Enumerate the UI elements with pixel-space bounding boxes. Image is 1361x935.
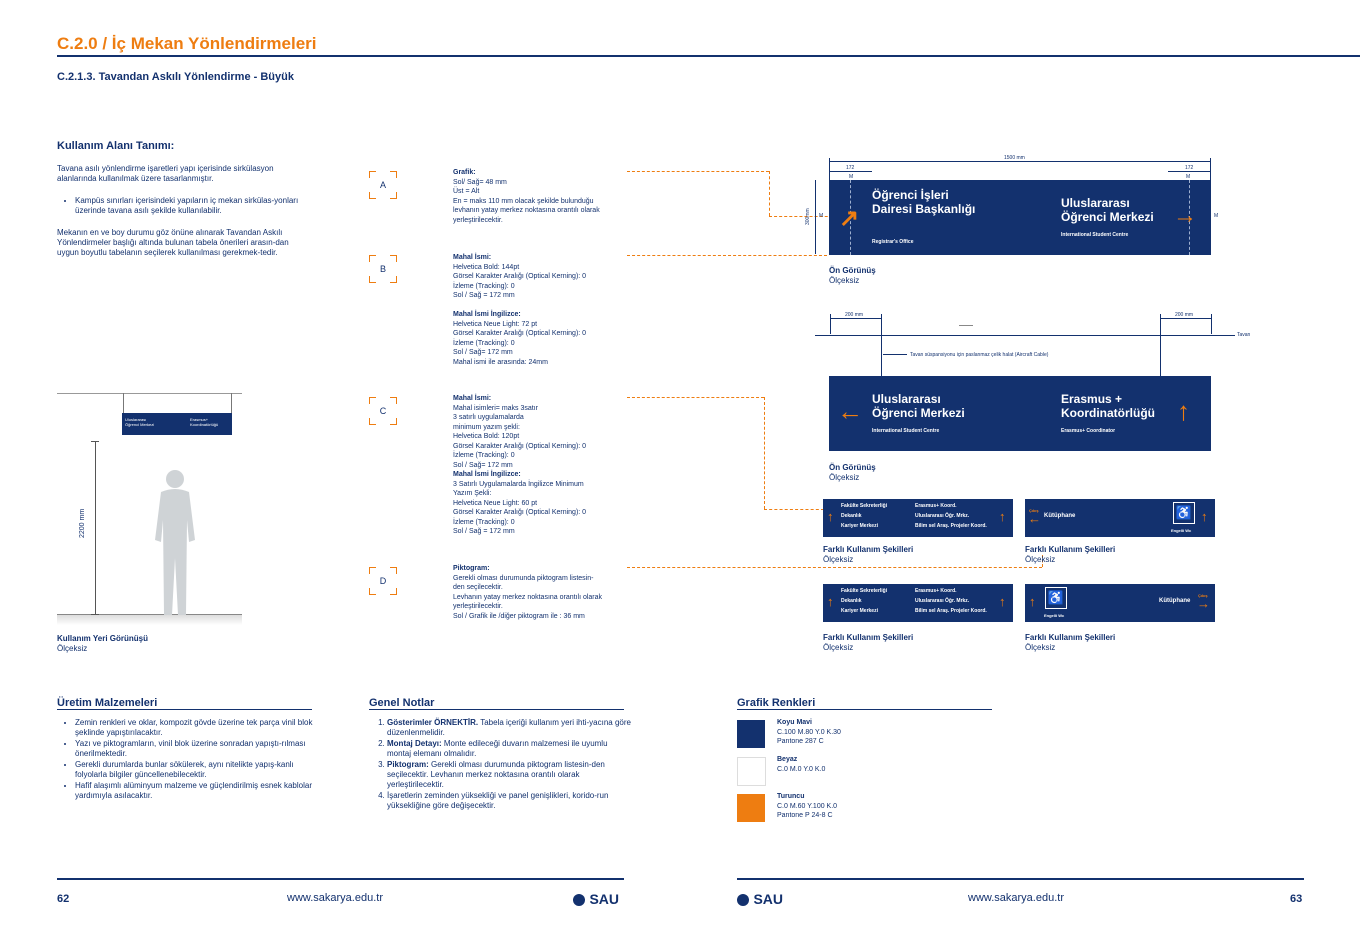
leader-a [627, 171, 769, 172]
variant-caption-2: Farklı Kullanım Şekilleri [1025, 545, 1116, 554]
spec-bracket-d: D [369, 567, 397, 595]
spec-bracket-a: A [369, 171, 397, 199]
variant-scale-1: Ölçeksiz [823, 555, 854, 564]
variant-scale-3: Ölçeksiz [823, 643, 854, 652]
front-caption: Ön Görünüş [829, 266, 876, 275]
variant-caption-1: Farklı Kullanım Şekilleri [823, 545, 914, 554]
color-orange-info: Turuncu C.0 M.60 Y.100 K.0 Pantone P 24-… [777, 793, 838, 819]
person-silhouette-icon [155, 470, 195, 615]
sign-ceiling-drawing: 200 mm 200 mm Tavan Tavan süspansiyonu i… [815, 310, 1250, 380]
leader-d [627, 567, 1042, 568]
variant-sign-2: ← Çıkış Kütüphane ♿ Engelli Wc ↑ [1025, 499, 1215, 537]
swatch-white [737, 757, 766, 786]
arrow-left-icon: ← [837, 396, 863, 426]
arrow-up-icon: ↑ [827, 509, 834, 524]
sau-logo-left: SAU [573, 891, 619, 909]
spec-text-d: Piktogram: Gerekli olması durumunda pikt… [453, 565, 603, 620]
footer-url-right: www.sakarya.edu.tr [968, 892, 1064, 904]
variant-caption-3: Farklı Kullanım Şekilleri [823, 633, 914, 642]
sign-front: ↗ Öğrenci İşleri Dairesi Başkanlığı Regi… [829, 180, 1211, 255]
swatch-orange [737, 794, 765, 822]
spec-bracket-c: C [369, 397, 397, 425]
arrow-up-icon: ↑ [1029, 594, 1036, 609]
materials-list: Zemin renkleri ve oklar, kompozit gövde … [57, 718, 317, 802]
arrow-up-icon: ↑ [1177, 396, 1190, 426]
arrow-left-icon: ← [1028, 511, 1041, 526]
front-scale: Ölçeksiz [829, 276, 860, 285]
usage-bullet: Kampüs sınırları içerisindeki yapıların … [75, 196, 315, 216]
materials-item: Gerekli durumlarda bunlar sökülerek, ayn… [75, 760, 317, 780]
sau-emblem-icon [737, 893, 749, 906]
leader-c [627, 397, 764, 398]
ceiling-caption: Ön Görünüş [829, 463, 876, 472]
variant-sign-4: ↑ ♿ Engelli Wc Kütüphane Çıkış → [1025, 584, 1215, 622]
note-item: Gösterimler ÖRNEKTİR. Tabela içeriği kul… [387, 718, 631, 738]
variant-caption-4: Farklı Kullanım Şekilleri [1025, 633, 1116, 642]
materials-heading: Üretim Malzemeleri [57, 697, 158, 709]
usage-heading: Kullanım Alanı Tanımı: [57, 140, 175, 152]
usage-intro: Tavana asılı yönlendirme işaretleri yapı… [57, 164, 274, 183]
materials-item: Zemin renkleri ve oklar, kompozit gövde … [75, 718, 317, 738]
leader-b [627, 255, 827, 256]
note-item: Montaj Detayı: Monte edileceği duvarın m… [387, 739, 631, 759]
sau-logo-right: SAU [737, 891, 783, 909]
arrow-right-icon: → [1173, 202, 1197, 229]
page-title: C.2.0 / İç Mekan Yönlendirmeleri [57, 34, 317, 53]
page-number-right: 63 [1290, 893, 1303, 905]
variant-scale-4: Ölçeksiz [1025, 643, 1056, 652]
materials-item: Yazı ve piktogramların, vinil blok üzeri… [75, 739, 317, 759]
arrow-up-right-icon: ↗ [839, 205, 860, 232]
color-white-info: Beyaz C.0 M.0 Y.0 K.0 [777, 756, 826, 773]
wheelchair-icon: ♿ [1173, 502, 1195, 524]
variant-scale-2: Ölçeksiz [1025, 555, 1056, 564]
notes-heading: Genel Notlar [369, 697, 435, 709]
usage-bullets: Kampüs sınırları içerisindeki yapıların … [57, 196, 315, 217]
note-item: İşaretlerin zeminden yüksekliği ve panel… [387, 791, 631, 811]
sign-front-drawing: 1500 mm 172 M 172 M 300mm M M [805, 155, 1218, 255]
footer-rule-right [737, 878, 1304, 880]
arrow-up-icon: ↑ [827, 594, 834, 609]
footer-url-left: www.sakarya.edu.tr [287, 892, 383, 904]
colors-heading: Grafik Renkleri [737, 697, 816, 709]
color-navy-info: Koyu Mavi C.100 M.80 Y.0 K.30 Pantone 28… [777, 719, 841, 745]
notes-list: Gösterimler ÖRNEKTİR. Tabela içeriği kul… [369, 718, 631, 812]
swatch-navy [737, 720, 765, 748]
page-number-left: 62 [57, 893, 70, 905]
usage-view-scale: Ölçeksiz [57, 644, 88, 653]
arrow-up-icon: ↑ [1201, 509, 1208, 524]
note-item: Piktogram: Gerekli olması durumunda pikt… [387, 760, 631, 790]
spec-bracket-b: B [369, 255, 397, 283]
section-subtitle: C.2.1.3. Tavandan Askılı Yönlendirme - B… [57, 71, 294, 83]
sau-emblem-icon [573, 893, 585, 906]
ceiling-scale: Ölçeksiz [829, 473, 860, 482]
usage-paragraph: Mekanın en ve boy durumu göz önüne alına… [57, 228, 289, 257]
sign-ceiling: ← Uluslararası Öğrenci Merkezi Internati… [829, 376, 1211, 451]
arrow-right-icon: → [1197, 596, 1210, 611]
arrow-up-icon: ↑ [999, 509, 1006, 524]
wheelchair-icon: ♿ [1045, 587, 1067, 609]
height-label: 2200 mm [79, 508, 86, 538]
materials-item: Hafif alaşımlı alüminyum malzeme ve güçl… [75, 781, 317, 801]
arrow-up-icon: ↑ [999, 594, 1006, 609]
usage-view-title: Kullanım Yeri Görünüşü [57, 634, 148, 643]
footer-rule-left [57, 878, 624, 880]
header-rule [57, 55, 1360, 57]
